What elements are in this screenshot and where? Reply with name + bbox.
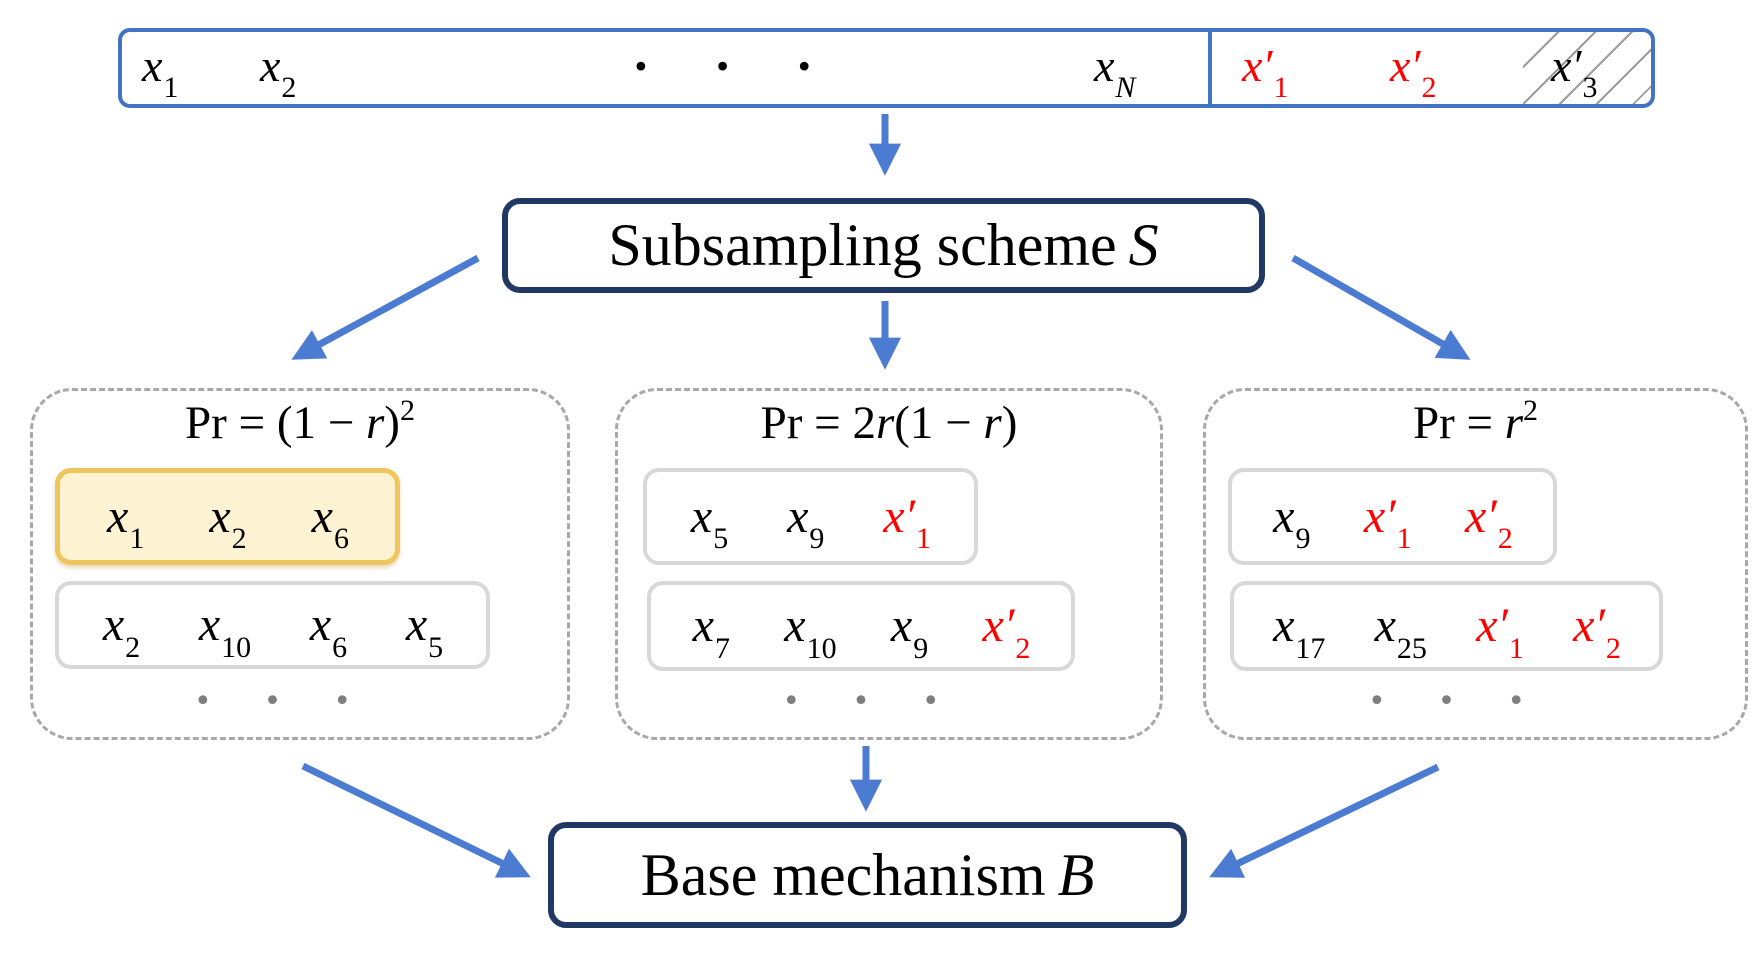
sample-item: x5 [405, 598, 444, 664]
sample-item: x′2 [982, 599, 1031, 665]
sample-item: x′1 [1363, 489, 1412, 556]
sample-item: x9 [1273, 489, 1311, 556]
sample-item: x′2 [1464, 489, 1513, 556]
sample-item: x25 [1374, 599, 1427, 665]
sample-item: x10 [198, 598, 252, 664]
base-mechanism-label: Base mechanism [640, 841, 1046, 908]
subsampling-scheme-label: Subsampling scheme [608, 212, 1117, 278]
subsampling-scheme-symbol: S [1128, 212, 1159, 278]
branch2-subset-1: x5 x9 x′1 [643, 468, 978, 565]
sample-item: x9 [890, 599, 929, 665]
more-samples-dots: ••• [193, 684, 404, 719]
arrow-branch3-to-base [1209, 763, 1440, 878]
sample-item: x6 [309, 598, 348, 664]
arrow-scheme-to-branch1 [291, 254, 480, 360]
branch-no-replacement: Pr = (1 − r)2 x1 x2 x6 x2 x10 x6 x5 ••• [30, 388, 570, 740]
branch1-probability: Pr = (1 − r)2 [185, 394, 415, 449]
branch3-probability: Pr = r2 [1412, 394, 1539, 449]
sample-item: x7 [692, 599, 730, 665]
data-item-x2: x2 [260, 40, 297, 105]
added-item-x2-prime: x′2 [1390, 40, 1437, 105]
branch3-subset-1: x9 x′1 x′2 [1228, 468, 1557, 565]
sample-item: x10 [784, 599, 837, 665]
ellipsis-dots: ••• [632, 50, 878, 86]
sample-item: x2 [209, 489, 247, 556]
hatched-cell: x′3 [1523, 32, 1651, 104]
sample-item: x′1 [1476, 599, 1524, 665]
sample-item: x9 [787, 489, 825, 556]
data-item-xN: xN [1094, 40, 1136, 105]
branch-both-replaced: Pr = r2 x9 x′1 x′2 x17 x25 x′1 x′2 ••• [1203, 388, 1748, 740]
branch3-subset-2: x17 x25 x′1 x′2 [1230, 581, 1663, 671]
branch2-probability: Pr = 2r(1 − r) [760, 397, 1018, 449]
sample-item: x6 [311, 489, 349, 556]
sample-item: x1 [107, 489, 145, 556]
added-item-x3-prime: x′3 [1551, 40, 1598, 105]
sample-item: x5 [690, 489, 729, 556]
sample-item: x′2 [1573, 599, 1621, 665]
arrow-scheme-to-branch3 [1291, 254, 1471, 360]
branch-one-replaced: Pr = 2r(1 − r) x5 x9 x′1 x7 x10 x9 x′2 •… [615, 388, 1163, 740]
sample-item: x17 [1273, 599, 1326, 665]
branch1-subset-1-highlighted: x1 x2 x6 [55, 468, 400, 565]
branch1-subset-2: x2 x10 x6 x5 [55, 581, 490, 669]
sample-item: x′1 [883, 489, 932, 556]
sample-item: x2 [102, 598, 141, 664]
dataset-bar: x1 x2 ••• xN x′1 x′2 x′3 [118, 28, 1655, 108]
data-item-x1: x1 [142, 40, 179, 105]
bar-divider [1208, 32, 1212, 104]
added-item-x1-prime: x′1 [1242, 40, 1289, 105]
branch2-subset-2: x7 x10 x9 x′2 [647, 581, 1075, 671]
more-samples-dots: ••• [782, 684, 992, 719]
base-mechanism-symbol: B [1057, 841, 1095, 908]
more-samples-dots: ••• [1367, 684, 1578, 719]
arrow-branch1-to-base [301, 762, 531, 878]
